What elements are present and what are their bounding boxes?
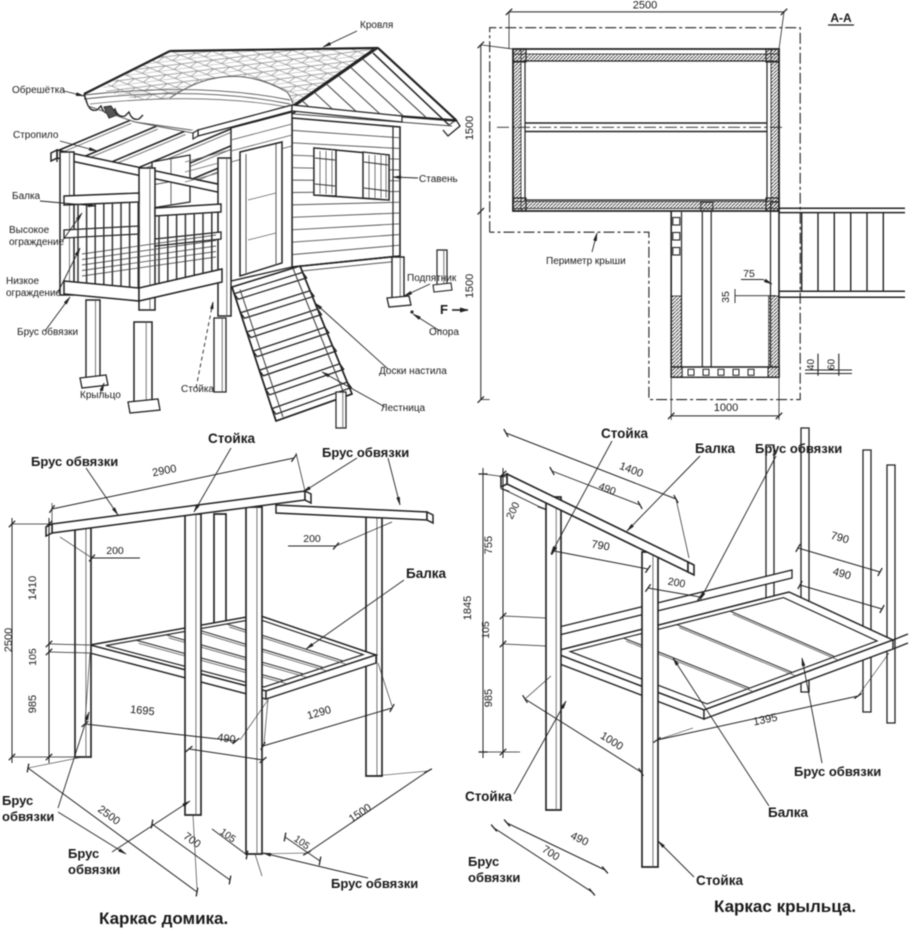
svg-text:35: 35 <box>720 291 732 303</box>
svg-text:1000: 1000 <box>714 402 738 414</box>
svg-text:Обрешётка: Обрешётка <box>12 84 65 96</box>
svg-text:Кровля: Кровля <box>360 20 393 31</box>
svg-text:Периметр крыши: Периметр крыши <box>546 256 626 267</box>
svg-text:Балка: Балка <box>695 441 736 456</box>
svg-text:Брус обвязки: Брус обвязки <box>17 326 78 338</box>
svg-text:Брус обвязки: Брус обвязки <box>331 876 418 891</box>
svg-text:Каркас домика.: Каркас домика. <box>99 909 228 928</box>
svg-text:Балка: Балка <box>406 566 447 581</box>
svg-text:60: 60 <box>827 359 838 371</box>
svg-text:Ставень: Ставень <box>419 174 458 185</box>
svg-text:Балка: Балка <box>768 805 809 820</box>
svg-text:F: F <box>440 302 448 317</box>
svg-text:75: 75 <box>743 268 755 280</box>
svg-text:Доски настила: Доски настила <box>379 366 447 377</box>
svg-text:Стропило: Стропило <box>13 130 59 141</box>
svg-text:Брус обвязки: Брус обвязки <box>31 454 118 469</box>
svg-text:Низкое: Низкое <box>6 276 39 287</box>
svg-text:Стойка: Стойка <box>181 384 214 395</box>
svg-text:490: 490 <box>831 566 852 583</box>
svg-text:Брус: Брус <box>2 793 33 808</box>
svg-text:200: 200 <box>667 576 686 591</box>
svg-text:Стойка: Стойка <box>696 873 743 888</box>
svg-text:Каркас крыльца.: Каркас крыльца. <box>714 897 856 916</box>
svg-text:755: 755 <box>483 536 495 554</box>
svg-text:1395: 1395 <box>752 712 778 729</box>
svg-text:40: 40 <box>806 359 817 371</box>
svg-text:обвязки: обвязки <box>468 870 520 885</box>
svg-text:Лестница: Лестница <box>381 403 426 414</box>
svg-text:200: 200 <box>106 545 124 557</box>
svg-text:490: 490 <box>597 480 618 498</box>
svg-text:490: 490 <box>216 732 236 746</box>
svg-text:2900: 2900 <box>151 463 177 479</box>
svg-text:790: 790 <box>829 530 850 547</box>
svg-text:985: 985 <box>483 689 495 707</box>
svg-text:Брус обвязки: Брус обвязки <box>322 445 409 460</box>
svg-text:105: 105 <box>480 621 492 639</box>
svg-text:Опора: Опора <box>429 327 459 338</box>
svg-text:790: 790 <box>590 539 610 554</box>
svg-text:обвязки: обвязки <box>2 809 54 824</box>
svg-text:105: 105 <box>27 648 39 666</box>
svg-text:Брус: Брус <box>68 846 99 861</box>
svg-text:1410: 1410 <box>27 576 39 600</box>
svg-text:Стойка: Стойка <box>601 426 648 441</box>
svg-text:ограждение: ограждение <box>6 288 62 299</box>
svg-text:Брус обвязки: Брус обвязки <box>794 764 881 779</box>
svg-text:Крыльцо: Крыльцо <box>80 390 121 401</box>
svg-text:2500: 2500 <box>633 0 657 12</box>
svg-text:Балка: Балка <box>12 191 41 202</box>
svg-text:ограждение: ограждение <box>9 237 65 248</box>
svg-text:обвязки: обвязки <box>68 862 120 877</box>
svg-text:Брус: Брус <box>468 854 499 869</box>
svg-text:2500: 2500 <box>3 628 15 652</box>
svg-text:1695: 1695 <box>130 704 156 718</box>
svg-text:А-А: А-А <box>830 11 852 25</box>
svg-text:Стойка: Стойка <box>208 431 255 446</box>
svg-text:1845: 1845 <box>462 596 474 620</box>
svg-text:Брус обвязки: Брус обвязки <box>755 441 842 456</box>
svg-text:1500: 1500 <box>464 274 476 298</box>
svg-text:1500: 1500 <box>464 116 476 140</box>
svg-text:Подпятник: Подпятник <box>407 273 457 284</box>
svg-text:985: 985 <box>27 695 39 713</box>
svg-text:200: 200 <box>303 533 321 545</box>
svg-text:Стойка: Стойка <box>465 789 512 804</box>
svg-text:Высокое: Высокое <box>9 225 50 236</box>
